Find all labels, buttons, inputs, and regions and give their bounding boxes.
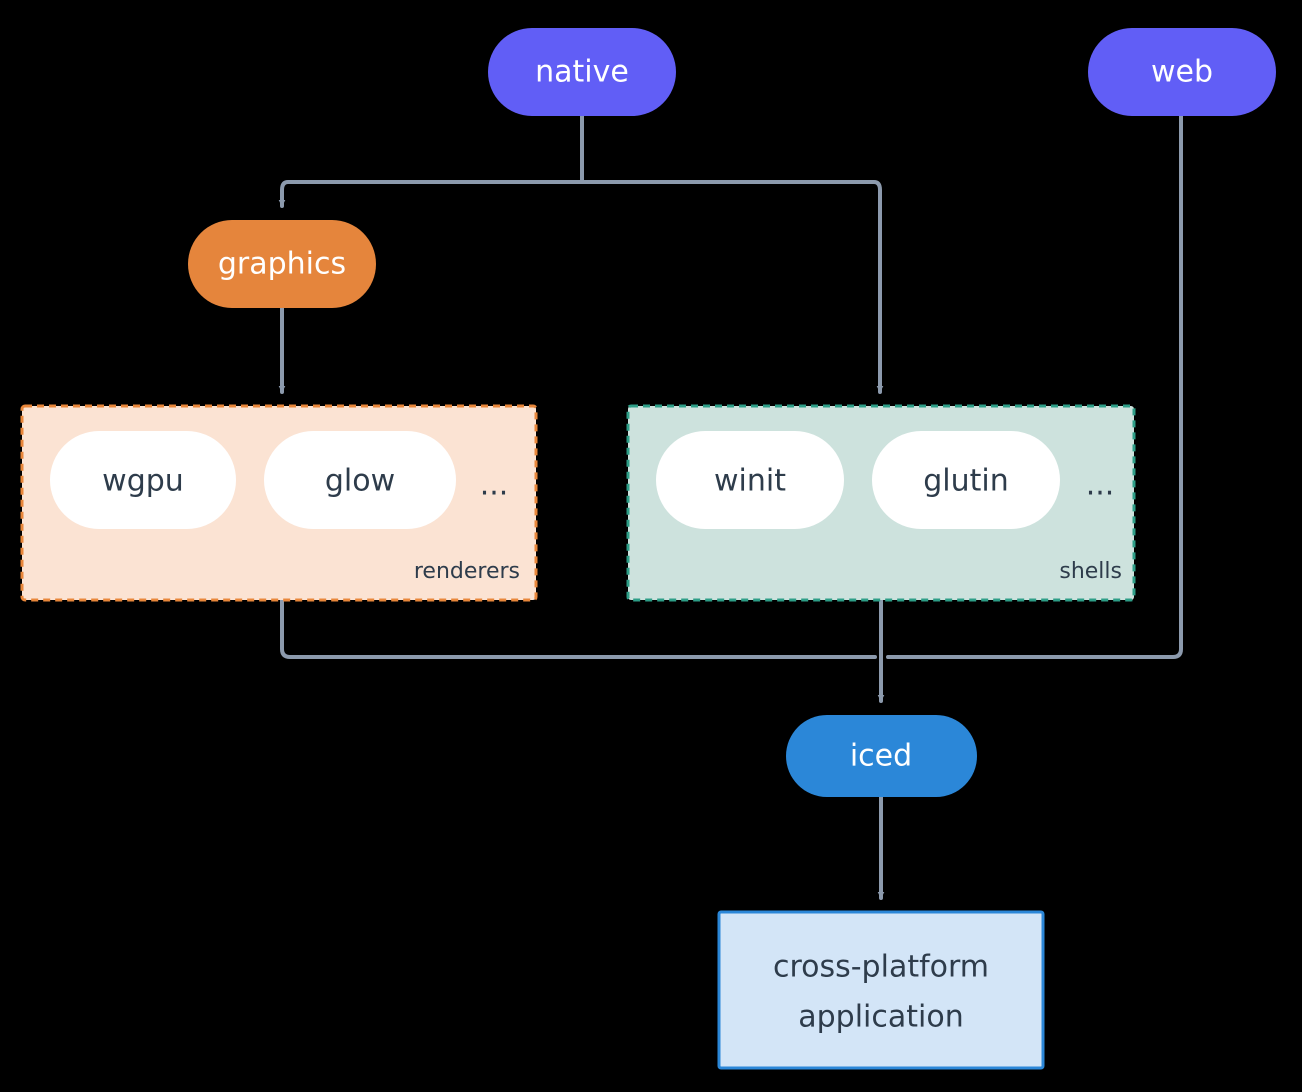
- application-label-line1: cross-platform: [773, 950, 989, 985]
- edge-native-to-graphics: [278, 180, 584, 208]
- connector-layer: [278, 114, 1183, 900]
- edge-native-to-shells: [580, 180, 884, 394]
- node-native[interactable]: native: [488, 28, 676, 116]
- native-label: native: [535, 55, 629, 90]
- group-shells: winit glutin ... shells: [626, 404, 1136, 602]
- chip-glutin[interactable]: [872, 431, 1060, 529]
- node-application[interactable]: cross-platform application: [717, 910, 1045, 1070]
- chip-wgpu[interactable]: [50, 431, 236, 529]
- native-pill[interactable]: [488, 28, 676, 116]
- application-box[interactable]: [717, 910, 1045, 1070]
- chip-winit[interactable]: [656, 431, 844, 529]
- node-iced[interactable]: iced: [786, 715, 977, 797]
- shells-group-label: shells: [1059, 559, 1122, 584]
- iced-label: iced: [850, 739, 912, 774]
- chip-glow[interactable]: [264, 431, 456, 529]
- chip-glow-label: glow: [325, 464, 395, 499]
- renderers-group-label: renderers: [414, 559, 520, 584]
- iced-pill[interactable]: [786, 715, 977, 797]
- web-pill[interactable]: [1088, 28, 1276, 116]
- graphics-pill[interactable]: [188, 220, 376, 308]
- graphics-label: graphics: [218, 247, 346, 282]
- node-graphics[interactable]: graphics: [188, 220, 376, 308]
- group-renderers: wgpu glow ... renderers: [20, 404, 538, 602]
- shells-ellipsis: ...: [1086, 468, 1115, 503]
- chip-wgpu-label: wgpu: [102, 464, 184, 499]
- edge-renderers-to-iced: [280, 598, 877, 659]
- application-label-line2: application: [798, 1000, 963, 1035]
- renderers-ellipsis: ...: [480, 468, 509, 503]
- chip-glutin-label: glutin: [923, 464, 1009, 499]
- chip-winit-label: winit: [714, 464, 786, 499]
- edge-web-to-iced: [886, 114, 1183, 659]
- node-web[interactable]: web: [1088, 28, 1276, 116]
- web-label: web: [1151, 55, 1213, 90]
